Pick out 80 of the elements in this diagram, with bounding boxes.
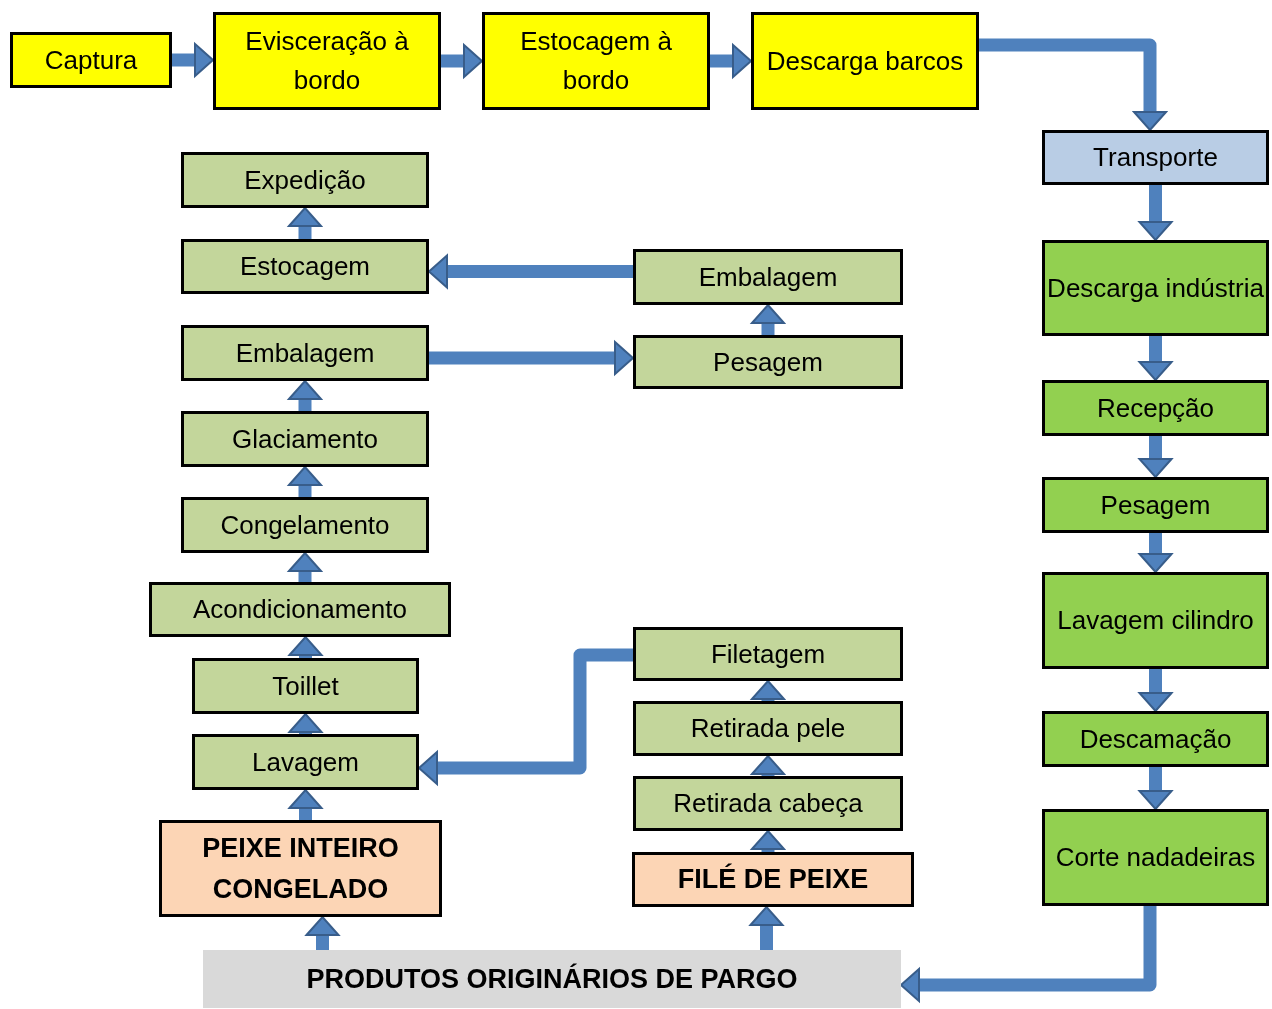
block-arrow	[288, 207, 322, 239]
step-label: Acondicionamento	[193, 593, 407, 626]
step-label: FILÉ DE PEIXE	[677, 862, 869, 897]
block-arrow	[1138, 669, 1173, 712]
process-box	[633, 627, 903, 681]
block-arrow	[749, 906, 784, 950]
process-box	[181, 497, 429, 553]
step-label: PRODUTOS ORIGINÁRIOS DE PARGO	[306, 962, 798, 996]
process-box	[181, 239, 429, 294]
block-arrow	[751, 830, 785, 852]
block-arrow	[710, 44, 752, 78]
process-box	[159, 820, 442, 917]
block-arrow	[1138, 533, 1173, 573]
block-arrow	[428, 254, 633, 289]
block-arrow	[900, 906, 1157, 1002]
step-label: Embalagem	[235, 336, 375, 370]
step-label: Pesagem	[713, 345, 823, 379]
process-box	[632, 852, 914, 907]
process-box	[10, 32, 172, 88]
process-box	[181, 411, 429, 467]
process-box	[633, 335, 903, 389]
block-arrow	[751, 304, 785, 335]
step-label: Estocagem à bordo	[519, 25, 673, 97]
block-arrow	[429, 341, 634, 375]
process-box	[192, 658, 419, 714]
block-arrow	[1138, 185, 1173, 241]
block-arrow	[288, 636, 323, 658]
process-box	[633, 776, 903, 831]
step-label: Glaciamento	[232, 422, 378, 456]
block-arrow	[288, 380, 322, 411]
product-band	[203, 950, 901, 1008]
step-label: Descamação	[1079, 722, 1232, 756]
process-box	[1042, 809, 1269, 906]
step-label: Pesagem	[1100, 488, 1211, 522]
step-label: Captura	[44, 43, 138, 77]
step-label: Lavagem cilindro	[1057, 604, 1254, 637]
block-arrow	[1138, 436, 1173, 478]
process-box	[192, 734, 419, 790]
process-box	[1042, 130, 1269, 185]
block-arrow	[288, 466, 322, 497]
block-arrow	[1138, 767, 1173, 810]
process-box	[482, 12, 710, 110]
block-arrow	[441, 44, 483, 78]
process-box	[1042, 380, 1269, 436]
process-box	[751, 12, 979, 110]
step-label: Evisceração à bordo	[244, 25, 410, 97]
process-box	[213, 12, 441, 110]
process-box	[633, 249, 903, 305]
block-arrow	[288, 552, 322, 582]
step-label: Retirada cabeça	[673, 787, 863, 820]
block-arrow	[305, 916, 340, 950]
process-box	[1042, 572, 1269, 669]
process-box	[1042, 477, 1269, 533]
step-label: Expedição	[244, 163, 366, 197]
process-box	[181, 152, 429, 208]
step-label: Descarga indústria	[1047, 271, 1264, 305]
block-arrow	[1138, 336, 1173, 381]
step-label: Filetagem	[710, 637, 826, 671]
process-box	[1042, 711, 1269, 767]
block-arrow	[288, 789, 323, 820]
block-arrow	[751, 680, 785, 701]
step-label: Embalagem	[698, 260, 838, 294]
step-label: Transporte	[1093, 141, 1218, 174]
step-label: PEIXE INTEIRO CONGELADO	[201, 832, 400, 906]
block-arrow	[751, 755, 785, 776]
process-box	[633, 701, 903, 756]
process-box	[1042, 240, 1269, 336]
process-box	[149, 582, 451, 637]
step-label: Descarga barcos	[766, 44, 964, 78]
step-label: Congelamento	[220, 508, 390, 542]
block-arrow	[979, 38, 1167, 131]
process-box	[181, 325, 429, 381]
step-label: Recepção	[1096, 391, 1215, 425]
step-label: Retirada pele	[690, 712, 846, 745]
step-label: Corte nadadeiras	[1055, 841, 1256, 874]
step-label: Lavagem	[252, 745, 359, 779]
block-arrow	[172, 43, 214, 77]
step-label: Toillet	[272, 669, 339, 703]
block-arrow	[288, 713, 323, 734]
step-label: Estocagem	[239, 250, 371, 283]
